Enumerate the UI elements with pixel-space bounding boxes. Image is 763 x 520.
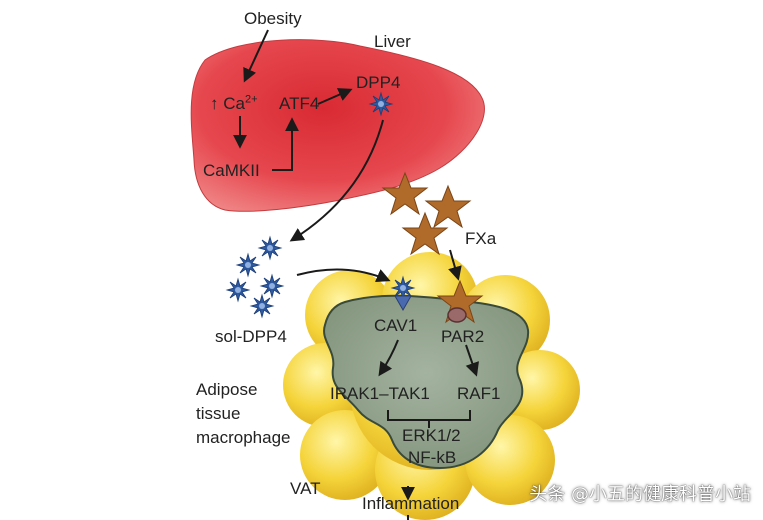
liver-label: Liver — [374, 32, 411, 51]
fxa-label: FXa — [465, 229, 497, 248]
pathway-arrows — [233, 29, 479, 520]
adipose-label-line2: tissue — [196, 404, 241, 423]
adipose-label-line3: macrophage — [196, 428, 291, 447]
nfkb-label: NF-kB — [408, 448, 457, 467]
irak1-text: IRAK1 — [330, 384, 380, 403]
obesity-label: Obesity — [244, 9, 302, 28]
erk-label: ERK1/2 — [402, 426, 461, 445]
camkii-label: CaMKII — [203, 161, 260, 180]
dpp4-label: DPP4 — [356, 73, 401, 92]
calcium-text: Ca — [223, 94, 245, 113]
par2-label: PAR2 — [441, 327, 485, 346]
atf4-label: ATF4 — [279, 94, 320, 113]
par2-receptor — [447, 307, 467, 323]
inflammation-label: Inflammation — [362, 494, 460, 513]
raf1-label: RAF1 — [457, 384, 501, 403]
macrophage-shape — [323, 294, 530, 470]
calcium-label: ↑ Ca2+ — [210, 94, 258, 114]
complex-dash: – — [379, 384, 389, 403]
cav1-receptor — [394, 295, 412, 312]
watermark: 头条 @小五的健康科普小站 — [529, 484, 751, 505]
cav1-label: CAV1 — [374, 316, 418, 335]
vat-label: VAT — [290, 479, 321, 498]
tak1-text: TAK1 — [388, 384, 430, 403]
irak1-tak1-label: IRAK1–TAK1 — [330, 384, 430, 404]
sol-dpp4-label: sol-DPP4 — [215, 327, 287, 346]
liver-shape — [190, 39, 485, 212]
calcium-superscript: 2+ — [244, 93, 258, 106]
adipose-label-line1: Adipose — [196, 380, 258, 399]
up-arrow-glyph: ↑ — [210, 94, 219, 113]
